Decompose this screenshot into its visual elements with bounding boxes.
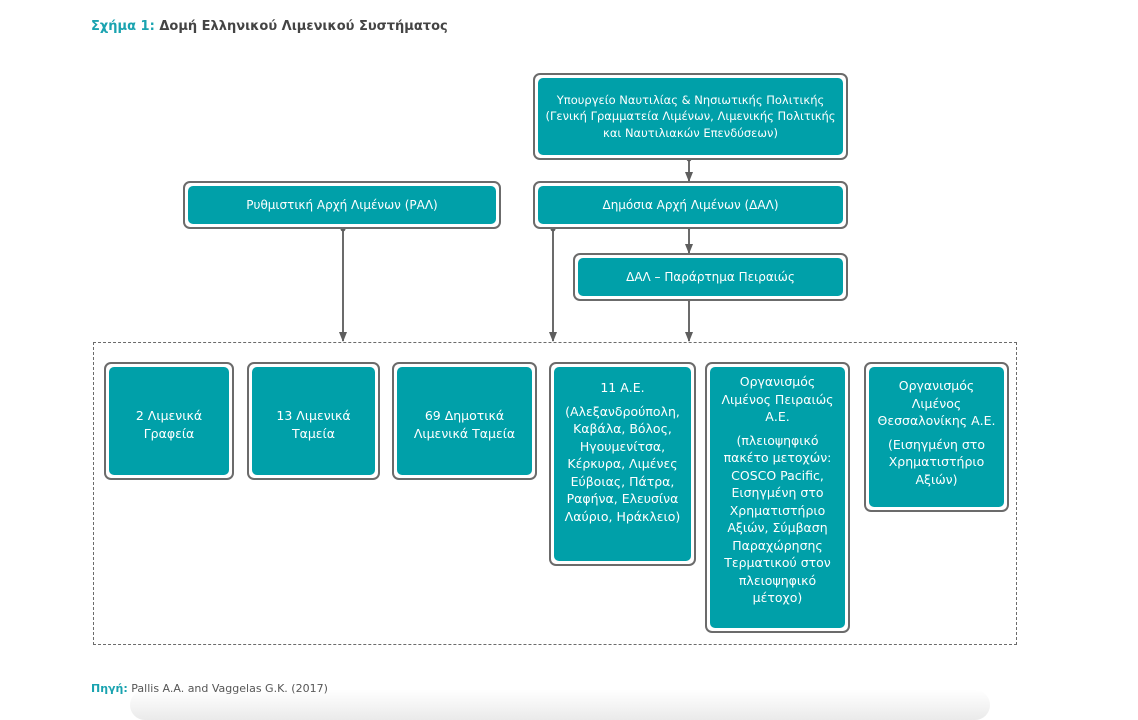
node-11-sa-detail: (Αλεξανδρούπολη, Καβάλα, Βόλος, Ηγουμενί… [564,403,681,524]
node-olth: Οργανισμός Λιμένος Θεσσαλονίκης Α.Ε. (Ει… [864,362,1009,512]
node-municipal-funds-text: 69 Δημοτικά Λιμενικά Ταμεία [413,408,516,441]
node-ral-text: Ρυθμιστική Αρχή Λιμένων (ΡΑΛ) [246,198,438,212]
node-port-offices: 2 Λιμενικά Γραφεία [104,362,234,480]
node-municipal-funds: 69 Δημοτικά Λιμενικά Ταμεία [392,362,537,480]
node-11-sa-title: 11 Α.Ε. [600,380,645,395]
node-11-sa: 11 Α.Ε. (Αλεξανδρούπολη, Καβάλα, Βόλος, … [549,362,696,566]
node-olp: Οργανισμός Λιμένος Πειραιώς Α.Ε. (πλειοψ… [705,362,850,633]
bottom-shadow [130,690,990,720]
node-olth-title: Οργανισμός Λιμένος Θεσσαλονίκης Α.Ε. [877,378,996,428]
source-label: Πηγή: [91,682,128,695]
figure-title-text: Δομή Ελληνικού Λιμενικού Συστήματος [159,19,448,34]
node-dal: Δημόσια Αρχή Λιμένων (ΔΑΛ) [533,181,848,229]
figure-label: Σχήμα 1: [91,19,155,34]
node-ministry: Υπουργείο Ναυτιλίας & Νησιωτικής Πολιτικ… [533,73,848,160]
node-port-funds-text: 13 Λιμενικά Ταμεία [276,408,351,441]
node-dal-text: Δημόσια Αρχή Λιμένων (ΔΑΛ) [602,198,779,212]
node-olth-detail: (Εισηγμένη στο Χρηματιστήριο Αξιών) [888,436,985,487]
figure-title: Σχήμα 1: Δομή Ελληνικού Λιμενικού Συστήμ… [91,19,448,34]
node-olp-detail: (πλειοψηφικό πακέτο μετοχών: COSCO Pacif… [723,432,832,606]
node-dal-piraeus-text: ΔΑΛ – Παράρτημα Πειραιώς [626,270,795,284]
node-ral: Ρυθμιστική Αρχή Λιμένων (ΡΑΛ) [183,181,501,229]
node-ministry-text: Υπουργείο Ναυτιλίας & Νησιωτικής Πολιτικ… [545,92,836,140]
node-olp-title: Οργανισμός Λιμένος Πειραιώς Α.Ε. [721,374,834,424]
node-port-funds: 13 Λιμενικά Ταμεία [247,362,380,480]
entities-group-frame [93,342,1017,645]
node-dal-piraeus: ΔΑΛ – Παράρτημα Πειραιώς [573,253,848,301]
node-port-offices-text: 2 Λιμενικά Γραφεία [135,408,203,441]
